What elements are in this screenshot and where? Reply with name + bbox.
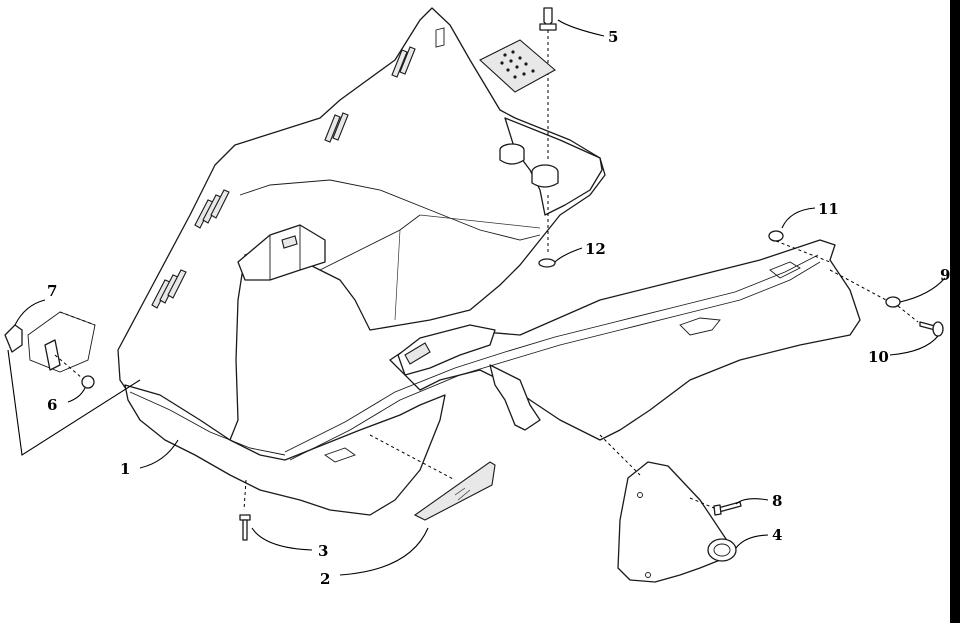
rivet-8 (689, 497, 742, 516)
callout-12: 12 (585, 240, 606, 258)
callout-2: 2 (320, 570, 330, 588)
callout-8: 8 (772, 492, 782, 510)
callout-1: 1 (120, 460, 130, 478)
pin-bottom (239, 479, 251, 541)
bolt-10 (897, 305, 944, 337)
bracket-assembly (4, 311, 141, 456)
callout-4: 4 (772, 526, 782, 544)
floor-bumpers (499, 143, 559, 188)
image-edge-bar (950, 0, 960, 623)
callout-3: 3 (318, 542, 328, 560)
nut-11 (768, 230, 831, 263)
callout-labels: 1 2 3 4 5 6 7 8 9 10 11 12 (47, 28, 950, 588)
callout-leaders (14, 19, 946, 576)
decal-strip (369, 434, 496, 521)
callout-7: 7 (47, 282, 57, 300)
vent-slots (151, 46, 416, 309)
intake-duct (599, 434, 737, 583)
front-body-shell (117, 7, 606, 516)
callout-9: 9 (940, 266, 950, 284)
callout-11: 11 (818, 200, 839, 218)
side-panel (284, 239, 861, 461)
callout-10: 10 (868, 348, 889, 366)
washer-12 (538, 195, 556, 268)
callout-5: 5 (608, 28, 618, 46)
callout-6: 6 (47, 396, 57, 414)
push-pin-top (479, 7, 557, 160)
